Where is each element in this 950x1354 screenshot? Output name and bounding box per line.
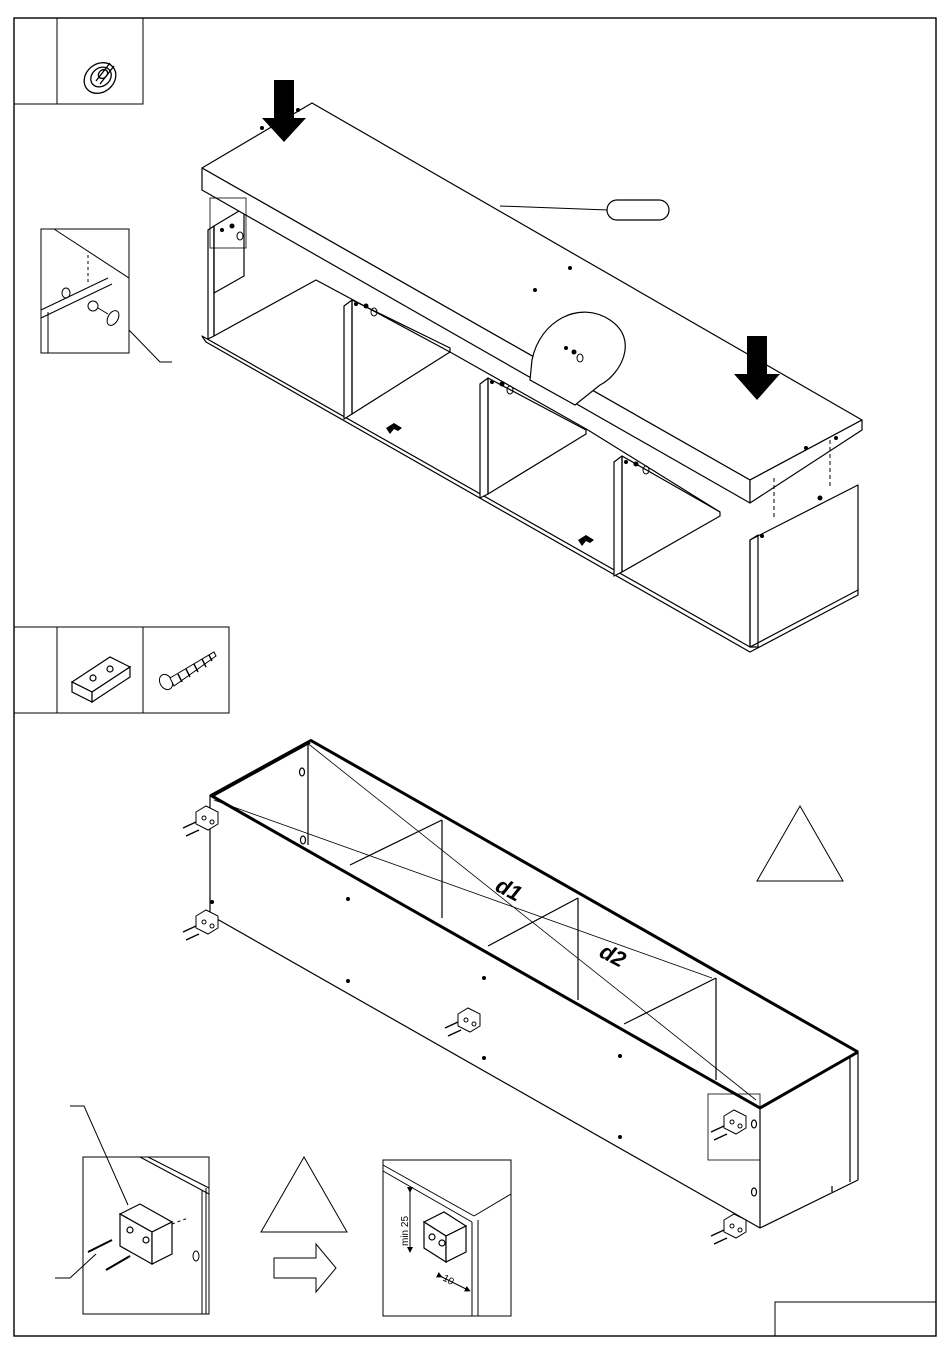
footer-box: [775, 1302, 936, 1336]
next-step-arrow: [274, 1244, 336, 1292]
wood-screw-icon: [157, 652, 216, 692]
cabinet-carcass-bottom: [210, 740, 858, 1228]
cam-detail-inset: [41, 229, 172, 362]
warning-triangle-bottom: [261, 1157, 347, 1232]
bracket-detail-part: [120, 1204, 172, 1264]
cabinet-feet-top: [386, 423, 594, 546]
min-distance-label: min 25: [400, 1216, 411, 1246]
part-callout-pill: [500, 200, 669, 220]
cam-lock-icon: [78, 56, 122, 99]
plastic-bracket-icon: [72, 657, 130, 702]
warning-triangle-right: [757, 806, 843, 881]
holes-bottom: [210, 897, 622, 1139]
diagonal-label-d2: d2: [596, 938, 631, 972]
bracket-screws: [183, 822, 727, 1244]
parts-box-top: [14, 18, 143, 104]
edge-distance-label: 10: [441, 1273, 456, 1288]
measurement-bracket-part: [424, 1212, 466, 1262]
